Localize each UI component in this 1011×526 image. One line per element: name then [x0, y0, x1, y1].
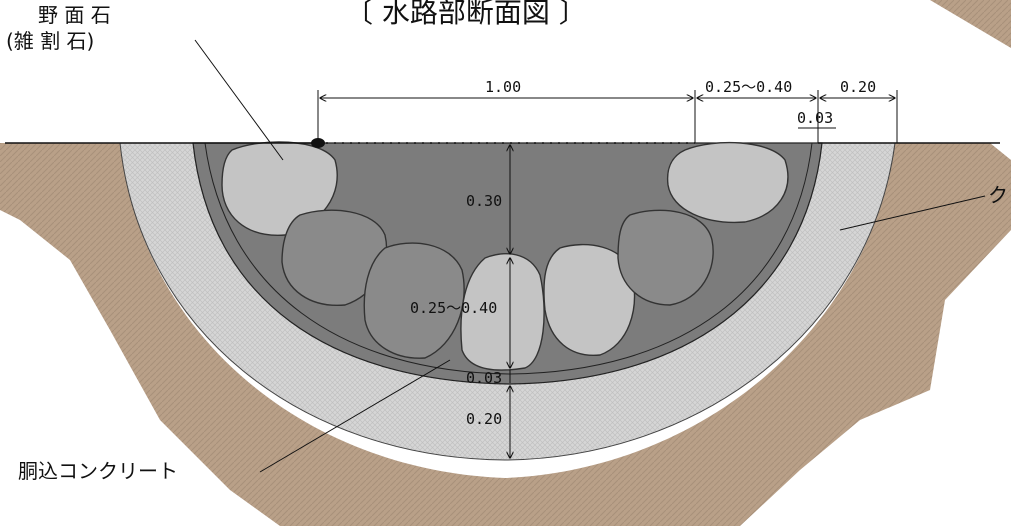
dim-text-joint-side: 0.03: [797, 109, 833, 127]
stone-3: [363, 242, 465, 359]
dim-text-stone-size: 0.25～0.40: [410, 299, 497, 317]
stone-group: [221, 141, 789, 371]
stone-4: [460, 253, 545, 371]
leader-stone: [194, 39, 284, 161]
stone-2: [281, 209, 388, 306]
dim-text-outer-width: 0.20: [840, 78, 876, 96]
stone-label-line1: 野 面 石: [38, 3, 111, 27]
concrete-label: 胴込コンクリート: [18, 459, 178, 483]
soil-top-right: [930, 0, 1011, 48]
dim-text-depth-water: 0.30: [466, 192, 502, 210]
stone-7: [666, 141, 789, 224]
dim-text-side-width: 0.25～0.40: [705, 78, 792, 96]
soil-region: [0, 143, 1011, 526]
leader-right: [839, 195, 986, 231]
dim-text-base-thickness: 0.20: [466, 410, 502, 428]
dim-text-width-top: 1.00: [485, 78, 521, 96]
stone-6: [617, 209, 714, 306]
dim-text-joint-bottom: 0.03: [466, 369, 502, 387]
leader-concrete: [259, 359, 451, 473]
right-cut-label: ク: [988, 183, 1008, 207]
diagram-title: 〔 水路部断面図 〕: [345, 0, 587, 29]
stone-label-line2: (雑 割 石): [6, 29, 94, 53]
